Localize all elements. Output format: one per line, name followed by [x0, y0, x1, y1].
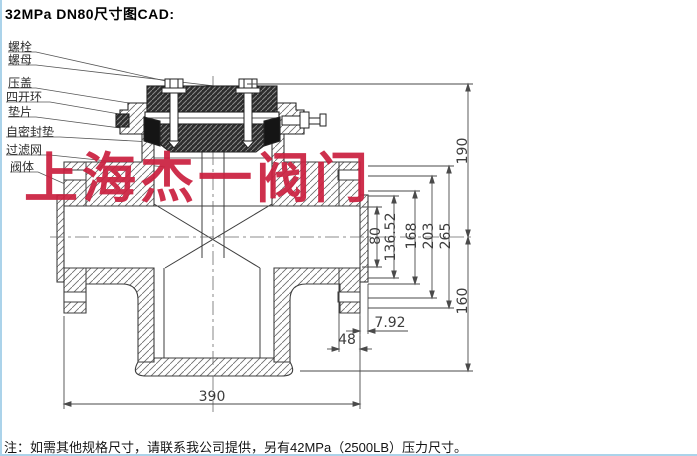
- dim-flange-thickness: 48: [338, 332, 356, 348]
- dim-overall-length: 390: [198, 389, 226, 405]
- side-bolt: [281, 111, 327, 129]
- sump-bottom: [134, 357, 294, 377]
- label-valve-body: 阀体: [10, 160, 35, 174]
- seal-wedge-left: [143, 116, 161, 147]
- raised-face-left: [56, 194, 65, 283]
- dim-gasket: 168: [404, 222, 420, 250]
- page-title: 32MPa DN80尺寸图CAD:: [5, 6, 175, 22]
- dim-raised-face: 136.52: [383, 212, 399, 262]
- label-gland: 压盖: [8, 76, 33, 90]
- dimension-lines: [62, 82, 473, 409]
- footer-note: 注：如需其他规格尺寸，请联系我公司提供，另有42MPa（2500LB）压力尺寸。: [4, 440, 468, 455]
- dim-height-top: 190: [455, 137, 471, 165]
- body-bottom-left: [63, 267, 155, 363]
- seal-wedge-right: [263, 116, 281, 147]
- label-self-seal: 自密封垫: [6, 125, 55, 139]
- label-bolt: 螺栓: [8, 40, 33, 54]
- dim-flange-od: 265: [438, 222, 454, 250]
- dim-height-bottom: 160: [455, 287, 471, 315]
- side-nut-left: [115, 113, 130, 128]
- flange-details: [63, 162, 361, 313]
- label-filter-screen: 过滤网: [6, 143, 43, 157]
- label-split-ring: 四开环: [6, 90, 43, 104]
- raised-face-right: [359, 194, 369, 283]
- watermark-text: 上海杰一阀门: [24, 146, 372, 210]
- dim-rf-height: 7.92: [374, 315, 406, 331]
- label-nut: 螺母: [8, 53, 33, 67]
- dim-bolt-circle: 203: [421, 222, 437, 250]
- bolt-left: [161, 78, 187, 149]
- label-gasket: 垫片: [8, 105, 33, 119]
- dim-bore: 80: [368, 227, 384, 245]
- bolt-right: [235, 78, 261, 149]
- strainer-screen: [153, 152, 273, 359]
